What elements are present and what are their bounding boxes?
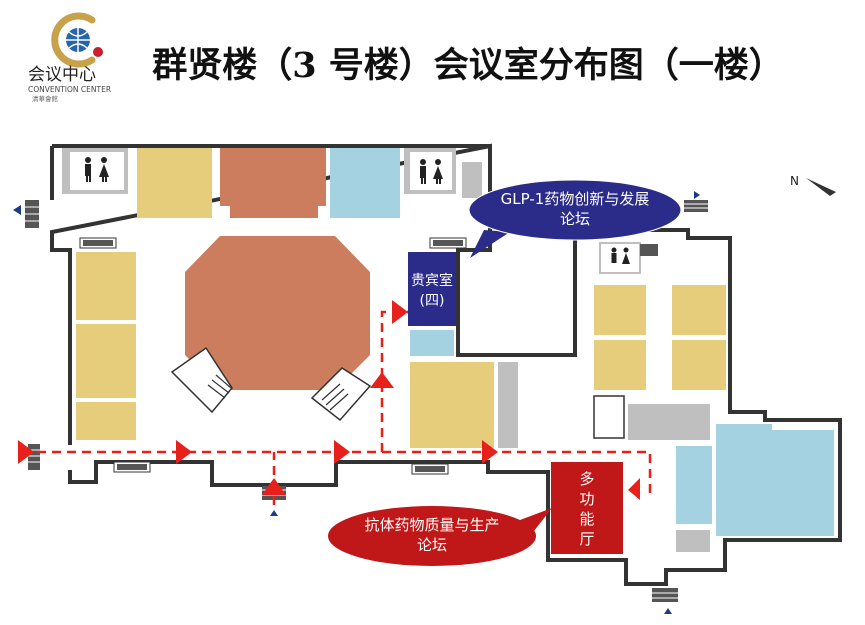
- building-walls: [50, 143, 842, 586]
- callout-antibody-line2: 论坛: [417, 536, 447, 554]
- entrance-markers: [13, 191, 700, 614]
- page-title: 群贤楼（3 号楼）会议室分布图（一楼）: [152, 45, 784, 86]
- room-blue-r: [676, 446, 712, 524]
- vip-room-line1: 贵宾室: [411, 272, 453, 289]
- room-tan-r1: [594, 285, 646, 335]
- restroom-icon: [420, 159, 443, 184]
- room-blue-1: [330, 148, 400, 218]
- left-wing-rooms: 贵宾室 (四): [62, 148, 518, 448]
- vip-room-line2: (四): [420, 293, 445, 309]
- callout-glp-line2: 论坛: [560, 210, 590, 228]
- restroom-icon: [611, 247, 630, 264]
- room-tan-r2: [594, 340, 646, 390]
- callout-antibody: 抗体药物质量与生产 论坛: [328, 506, 552, 566]
- route-arrow: [262, 478, 286, 495]
- room-grey-small: [676, 530, 710, 552]
- multi-function-hall: [551, 462, 623, 554]
- service-room: [462, 162, 482, 198]
- vip-room-four: [408, 252, 456, 326]
- hall-char-4: 厅: [579, 530, 594, 548]
- route-arrow: [482, 440, 498, 464]
- north-arrow-icon: N: [790, 174, 836, 196]
- room-tan-r3: [672, 285, 726, 335]
- stair-right-diag: [310, 367, 372, 422]
- route-arrow: [392, 300, 408, 324]
- route-arrow: [18, 440, 34, 464]
- room-grey-strip: [498, 362, 518, 448]
- route-arrow: [334, 440, 350, 464]
- restroom-right: [599, 242, 641, 274]
- room-tan-4: [76, 402, 136, 440]
- route-path: [18, 300, 652, 505]
- room-grey-r: [628, 404, 710, 440]
- stair-left-diag: [170, 346, 233, 414]
- room-blue-large: [716, 424, 834, 536]
- callout-antibody-line1: 抗体药物质量与生产: [364, 516, 499, 534]
- logo-cn: 会议中心: [28, 65, 96, 85]
- octagon-hall: [185, 236, 370, 390]
- right-wing-rooms: 多 功 能 厅: [551, 242, 834, 554]
- restroom-icon: [85, 157, 109, 182]
- room-blue-small: [410, 330, 454, 356]
- callout-glp: GLP-1药物创新与发展 论坛: [468, 179, 682, 258]
- room-tan-3: [76, 324, 136, 398]
- room-tan-1: [137, 148, 212, 218]
- route-arrow: [628, 478, 640, 500]
- room-tan-center: [410, 362, 494, 448]
- room-brick-top: [220, 148, 326, 218]
- logo-en: CONVENTION CENTER: [28, 85, 111, 94]
- callout-glp-line1: GLP-1药物创新与发展: [501, 190, 650, 208]
- room-tan-2: [76, 252, 136, 320]
- logo: 会议中心 CONVENTION CENTER 清華會館: [28, 12, 111, 103]
- compass-label: N: [790, 174, 799, 188]
- logo-small: 清華會館: [32, 94, 59, 103]
- route-arrow: [176, 440, 192, 464]
- hall-char-2: 功: [579, 490, 594, 508]
- route-arrow: [370, 372, 394, 388]
- room-tan-r4: [672, 340, 726, 390]
- hall-char-1: 多: [579, 470, 594, 488]
- stairs-right-wing: [593, 395, 625, 439]
- hall-char-3: 能: [579, 510, 594, 528]
